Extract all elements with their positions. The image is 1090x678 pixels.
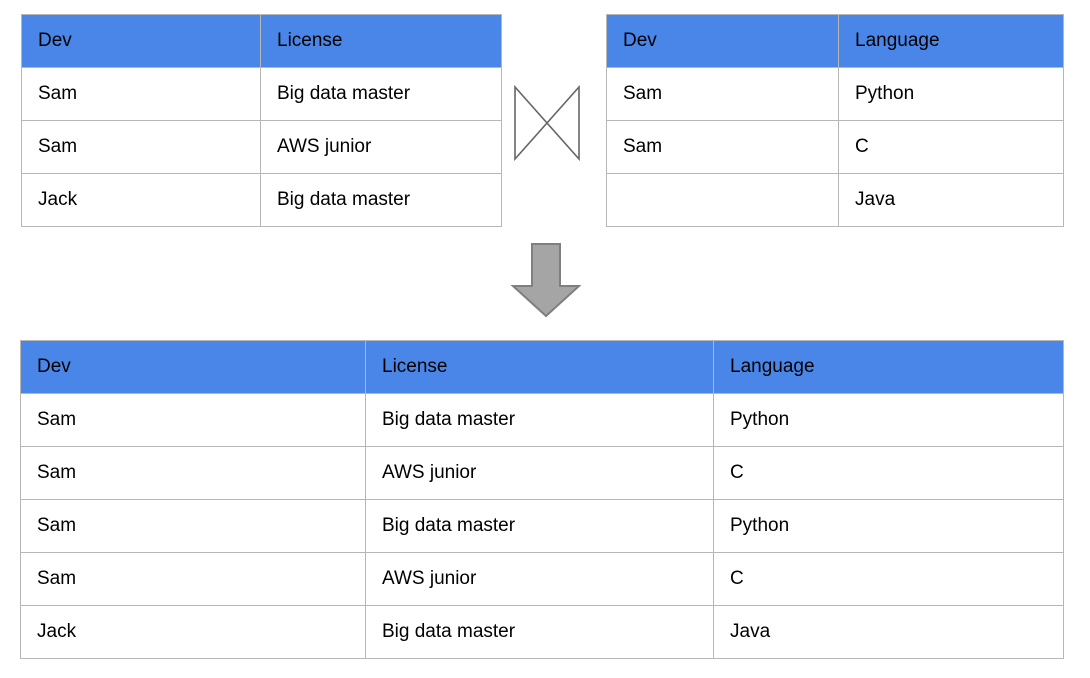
cell-license: Big data master — [365, 499, 714, 553]
table-row: Sam Python — [606, 67, 1064, 121]
cell-license: Big data master — [365, 393, 714, 447]
column-header-dev: Dev — [20, 340, 366, 394]
column-header-language: Language — [838, 14, 1064, 68]
cell-dev-empty — [606, 173, 839, 227]
cell-language: Java — [838, 173, 1064, 227]
result-table: Dev License Language Sam Big data master… — [20, 340, 1064, 659]
cell-language: C — [713, 446, 1064, 500]
table-row: Sam C — [606, 120, 1064, 174]
cell-dev: Sam — [20, 552, 366, 606]
cell-dev: Sam — [20, 393, 366, 447]
cell-dev: Sam — [606, 67, 839, 121]
cell-language: Python — [713, 393, 1064, 447]
table-row: Sam AWS junior — [21, 120, 502, 174]
cell-language: C — [713, 552, 1064, 606]
cell-license: AWS junior — [365, 552, 714, 606]
cell-license: Big data master — [365, 605, 714, 659]
column-header-dev: Dev — [606, 14, 839, 68]
left-input-table: Dev License Sam Big data master Sam AWS … — [21, 14, 502, 227]
table-row: Sam AWS junior C — [20, 446, 1064, 500]
right-input-table: Dev Language Sam Python Sam C Java — [606, 14, 1064, 227]
cell-dev: Jack — [20, 605, 366, 659]
table-row: Sam AWS junior C — [20, 552, 1064, 606]
cell-language: C — [838, 120, 1064, 174]
table-row: Java — [606, 173, 1064, 227]
cell-dev: Sam — [21, 67, 261, 121]
cell-license: AWS junior — [365, 446, 714, 500]
join-bowtie-icon — [513, 84, 581, 162]
table-row: Sam Big data master Python — [20, 499, 1064, 553]
cell-dev: Sam — [20, 499, 366, 553]
column-header-language: Language — [713, 340, 1064, 394]
cell-license: Big data master — [260, 173, 502, 227]
cell-dev: Sam — [606, 120, 839, 174]
table-header-row: Dev License Language — [20, 340, 1064, 394]
cell-dev: Sam — [20, 446, 366, 500]
table-row: Sam Big data master Python — [20, 393, 1064, 447]
table-header-row: Dev License — [21, 14, 502, 68]
down-arrow-icon — [509, 242, 583, 318]
cell-dev: Sam — [21, 120, 261, 174]
column-header-license: License — [260, 14, 502, 68]
table-row: Jack Big data master Java — [20, 605, 1064, 659]
table-header-row: Dev Language — [606, 14, 1064, 68]
table-row: Sam Big data master — [21, 67, 502, 121]
cell-language: Java — [713, 605, 1064, 659]
column-header-license: License — [365, 340, 714, 394]
table-row: Jack Big data master — [21, 173, 502, 227]
cell-dev: Jack — [21, 173, 261, 227]
cell-language: Python — [838, 67, 1064, 121]
column-header-dev: Dev — [21, 14, 261, 68]
cell-license: Big data master — [260, 67, 502, 121]
cell-license: AWS junior — [260, 120, 502, 174]
cell-language: Python — [713, 499, 1064, 553]
